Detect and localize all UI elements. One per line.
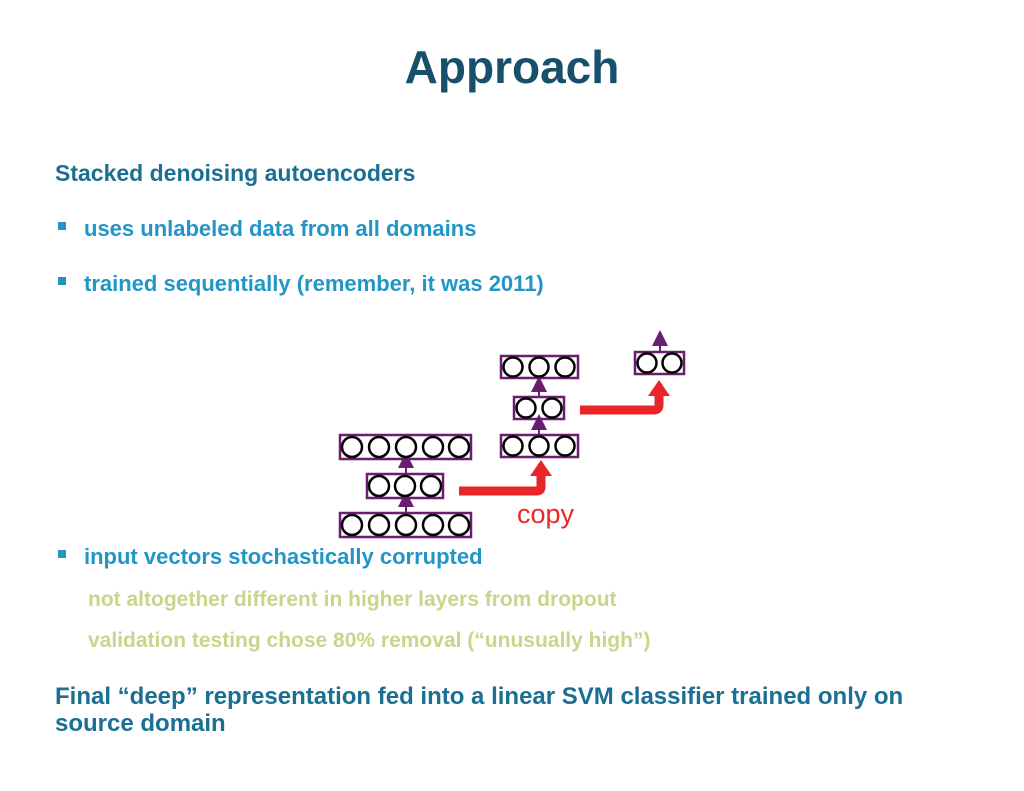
node — [661, 352, 683, 374]
hidden-layer — [365, 472, 445, 500]
node — [394, 435, 418, 459]
copy-label: copy — [517, 499, 575, 529]
bullet-text: trained sequentially (remember, it was 2… — [84, 271, 544, 296]
middle-stack — [499, 354, 580, 459]
bullet-item: uses unlabeled data from all domains — [58, 216, 476, 242]
copy-arrow — [459, 474, 546, 496]
node — [528, 435, 550, 457]
copy-arrowhead — [530, 460, 552, 476]
reconstruction-layer — [499, 354, 580, 380]
bullet-text: uses unlabeled data from all domains — [84, 216, 477, 241]
bullet-text: input vectors stochastically corrupted — [84, 544, 483, 569]
copy-arrow — [580, 394, 664, 415]
section-heading: Stacked denoising autoencoders — [55, 160, 416, 186]
input-layer — [338, 511, 473, 539]
top-hidden-layer — [633, 350, 686, 376]
node — [419, 474, 443, 498]
node — [367, 513, 391, 537]
bullet-square-icon — [58, 222, 66, 231]
bullet-item: input vectors stochastically corrupted — [58, 544, 483, 570]
node — [554, 435, 576, 457]
left-stack — [338, 433, 473, 539]
bullet-square-icon — [58, 277, 66, 286]
node — [421, 513, 445, 537]
sub-point: not altogether different in higher layer… — [88, 588, 617, 611]
node — [394, 513, 418, 537]
node — [367, 474, 391, 498]
hidden-layer-2 — [512, 395, 566, 421]
node — [502, 435, 524, 457]
node — [447, 513, 471, 537]
node — [515, 397, 537, 419]
node — [340, 435, 364, 459]
node — [393, 474, 417, 498]
copy-arrowhead — [648, 380, 670, 396]
right-stack — [633, 330, 686, 376]
bullet-square-icon — [58, 550, 66, 559]
hidden-layer — [499, 433, 580, 459]
node — [447, 435, 471, 459]
node — [367, 435, 391, 459]
sub-point: validation testing chose 80% removal (“u… — [88, 629, 651, 652]
slide-title: Approach — [404, 41, 620, 93]
final-statement: Final “deep” representation fed into a l… — [55, 683, 904, 737]
bullet-item: trained sequentially (remember, it was 2… — [58, 271, 544, 297]
node — [421, 435, 445, 459]
node — [528, 356, 550, 378]
node — [636, 352, 658, 374]
node — [340, 513, 364, 537]
node — [502, 356, 524, 378]
reconstruction-layer — [338, 433, 473, 461]
node — [541, 397, 563, 419]
node — [554, 356, 576, 378]
